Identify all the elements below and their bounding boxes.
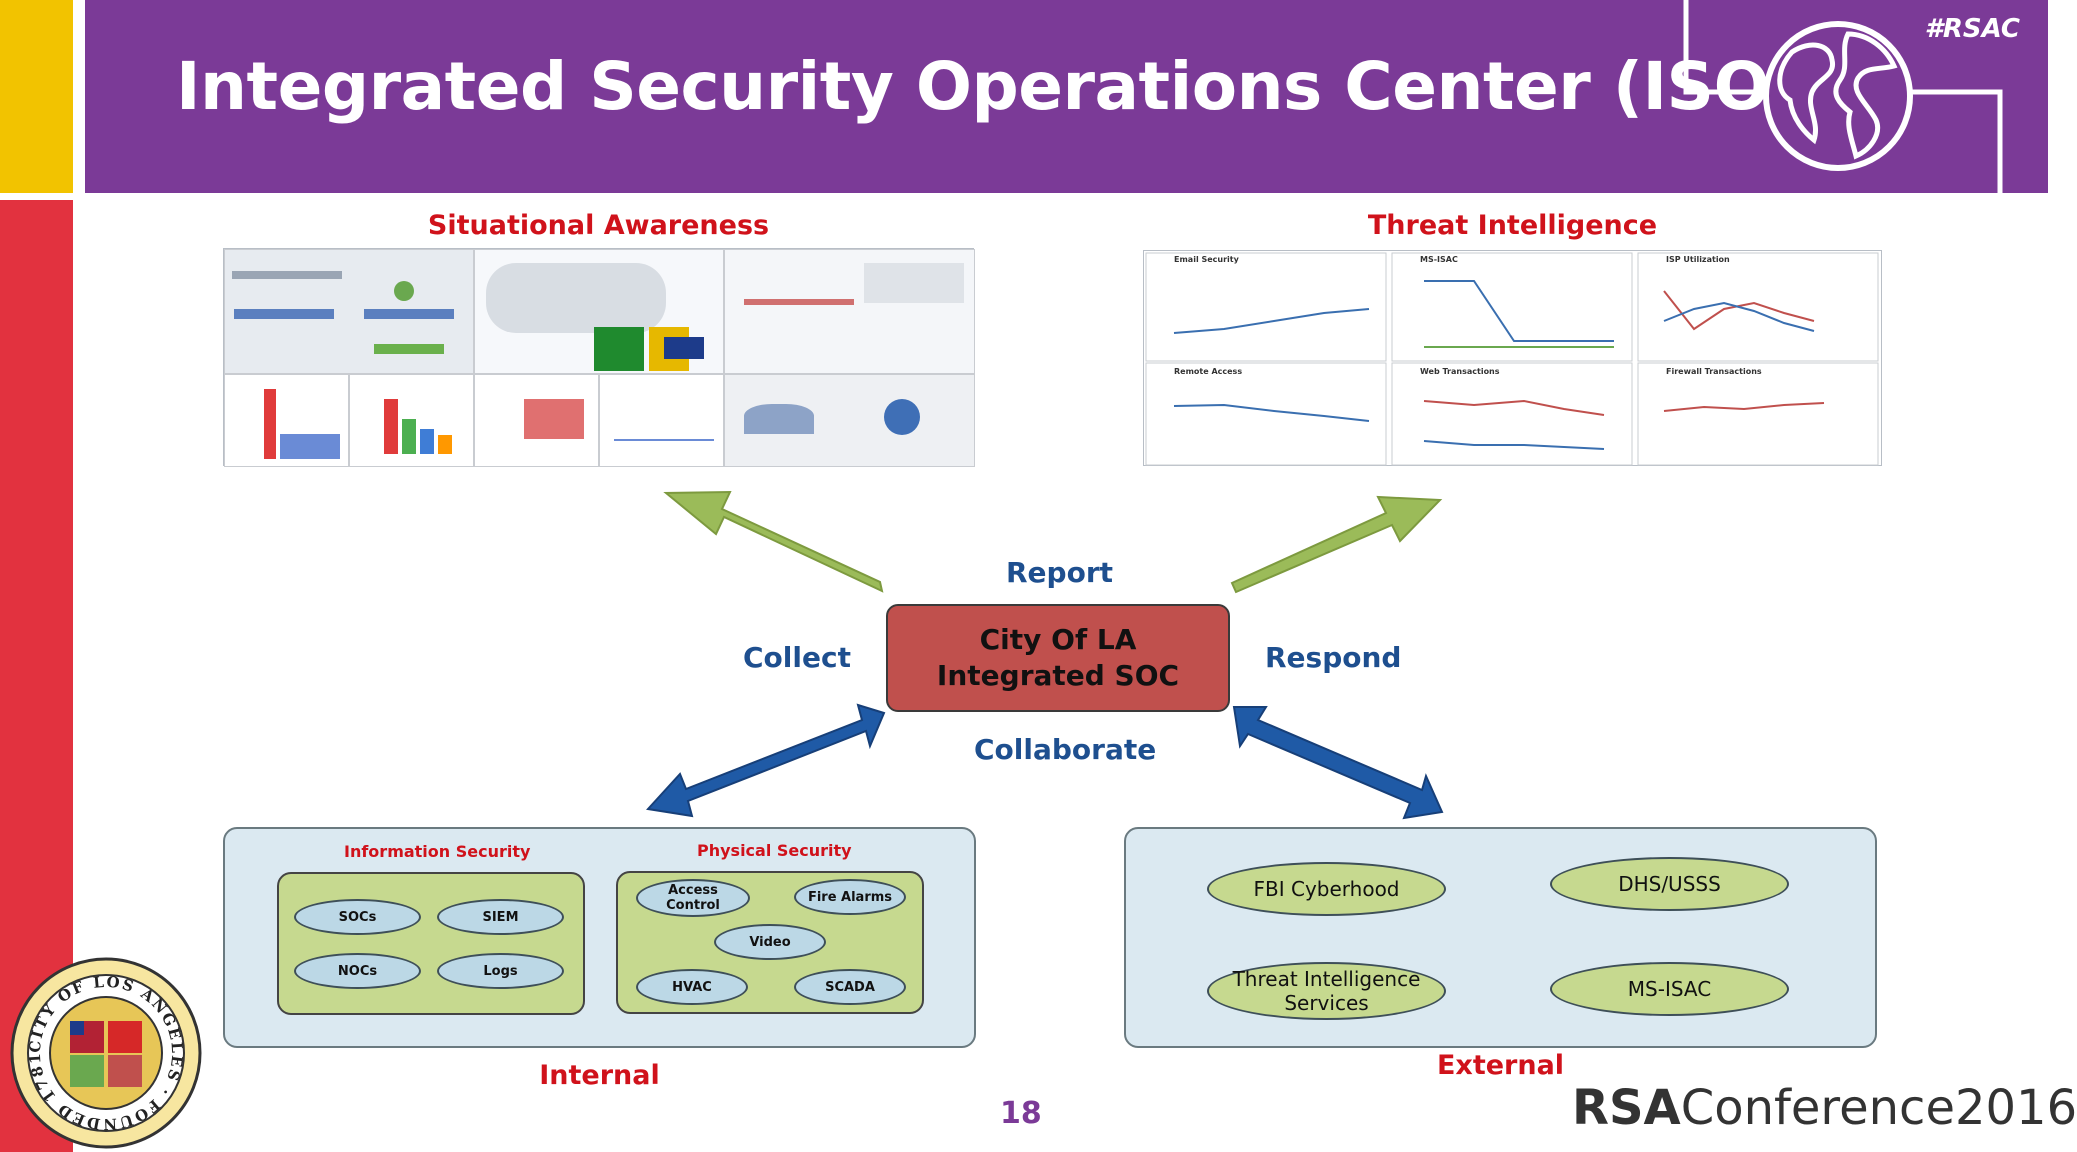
city-seal-logo: CITY OF LOS ANGELES · FOUNDED 1781 [10,957,202,1149]
information-security-title: Information Security [344,842,531,861]
fire-alarms-node: Fire Alarms [794,879,906,915]
ti-panel-title: Web Transactions [1420,367,1500,376]
soc-line-2: Integrated SOC [936,659,1180,692]
rsa-conference-logo: RSAConference2016 [1572,1080,2077,1136]
nocs-node: NOCs [294,953,421,989]
rsa-logo-suffix: Conference2016 [1680,1080,2077,1136]
respond-arrow [1230,495,1443,594]
yellow-accent-bar [0,0,73,193]
access-control-node: Access Control [636,879,750,917]
integrated-soc-box: City Of LA Integrated SOC [886,604,1230,712]
ti-panel-title: MS-ISAC [1420,255,1458,264]
ti-panel-title: Email Security [1174,255,1239,264]
ms-isac-node: MS-ISAC [1550,962,1789,1016]
collect-arrow [663,490,884,593]
hashtag: #RSAC [1924,14,2020,44]
threat-intelligence-title: Threat Intelligence [1367,210,1658,241]
collaborate-label: Collaborate [974,733,1157,766]
threat-intelligence-services-node: Threat Intelligence Services [1207,962,1446,1020]
video-node: Video [714,924,826,960]
situational-awareness-screenshot [223,248,975,467]
page-number: 18 [1000,1096,1042,1131]
soc-line-1: City Of LA [979,623,1137,656]
situational-awareness-title: Situational Awareness [427,210,770,241]
globe-icon [1683,0,2003,193]
respond-label: Respond [1265,641,1402,674]
rsa-logo-prefix: RSA [1572,1080,1681,1136]
scada-node: SCADA [794,969,906,1005]
hvac-node: HVAC [636,969,748,1005]
information-security-box [277,872,585,1015]
logs-node: Logs [437,953,564,989]
fbi-cyberhood-node: FBI Cyberhood [1207,862,1446,916]
collect-label: Collect [743,641,851,674]
ti-panel-title: ISP Utilization [1666,255,1730,264]
socs-node: SOCs [294,899,421,935]
physical-security-title: Physical Security [697,841,852,860]
report-label: Report [1006,556,1114,589]
ti-panel-title: Remote Access [1174,367,1243,376]
threat-intelligence-screenshot: Email Security MS-ISAC ISP Utilization R… [1143,250,1882,466]
slide-title: Integrated Security Operations Center (I… [176,48,1847,125]
internal-label: Internal [539,1060,660,1091]
internal-double-arrow [646,703,886,818]
header-bar [85,0,2048,193]
siem-node: SIEM [437,899,564,935]
external-double-arrow [1232,706,1444,820]
ti-panel-title: Firewall Transactions [1666,367,1762,376]
external-label: External [1436,1050,1565,1081]
dhs-usss-node: DHS/USSS [1550,857,1789,911]
